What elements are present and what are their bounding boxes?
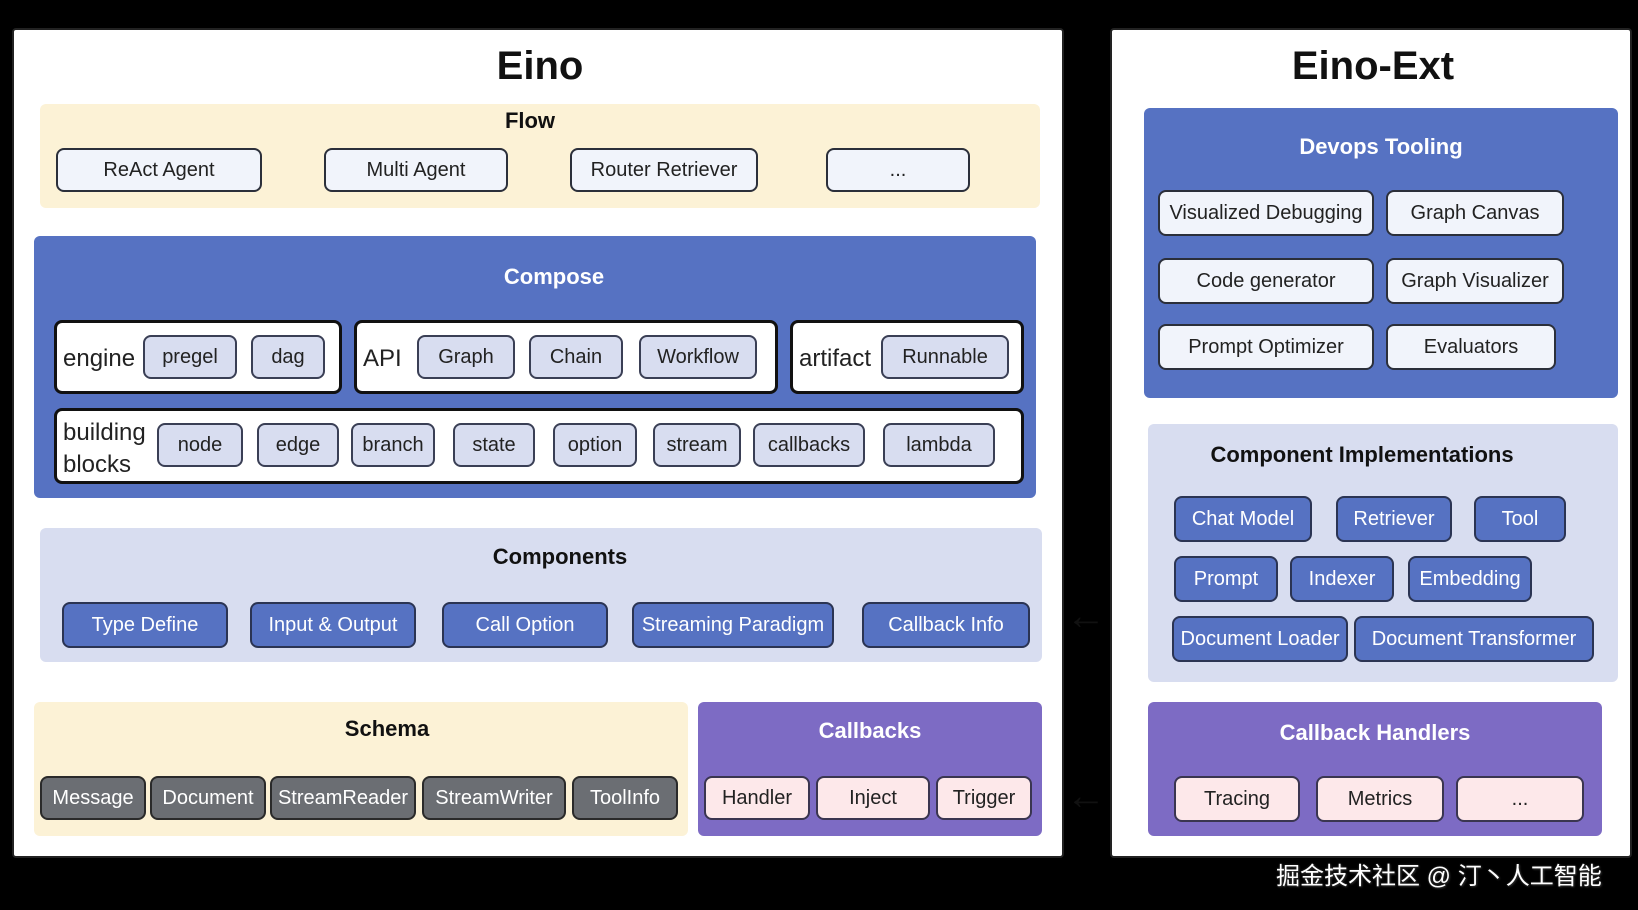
engine-bar: engine pregel dag: [54, 320, 342, 394]
block-edge: edge: [257, 423, 339, 467]
block-branch: branch: [351, 423, 435, 467]
building-blocks-label-1: building: [63, 419, 146, 446]
impl-chat-model: Chat Model: [1174, 496, 1312, 542]
artifact-label: artifact: [799, 345, 872, 372]
components-section: Components Type Define Input & Output Ca…: [40, 528, 1042, 662]
impl-tool: Tool: [1474, 496, 1566, 542]
devops-code-generator: Code generator: [1158, 258, 1374, 304]
devops-evaluators: Evaluators: [1386, 324, 1556, 370]
devops-section: Devops Tooling Visualized Debugging Grap…: [1144, 108, 1618, 398]
schema-stream-reader: StreamReader: [270, 776, 416, 820]
building-blocks-bar: building blocks node edge branch state o…: [54, 408, 1024, 484]
component-streaming-paradigm: Streaming Paradigm: [632, 602, 834, 648]
schema-stream-writer: StreamWriter: [422, 776, 566, 820]
handler-metrics: Metrics: [1316, 776, 1444, 822]
callbacks-section: Callbacks Handler Inject Trigger: [698, 702, 1042, 836]
callback-handlers-title: Callback Handlers: [1279, 720, 1471, 745]
artifact-item-runnable: Runnable: [881, 335, 1009, 379]
component-impl-section: Component Implementations Chat Model Ret…: [1148, 424, 1618, 682]
api-item-workflow: Workflow: [639, 335, 757, 379]
devops-graph-canvas: Graph Canvas: [1386, 190, 1564, 236]
impl-embedding: Embedding: [1408, 556, 1532, 602]
flow-item-more: ...: [826, 148, 970, 192]
devops-title: Devops Tooling: [1299, 134, 1463, 159]
eino-ext-title: Eino-Ext: [1291, 44, 1455, 88]
building-blocks-label-2: blocks: [63, 451, 132, 478]
component-type-define: Type Define: [62, 602, 228, 648]
devops-prompt-optimizer: Prompt Optimizer: [1158, 324, 1374, 370]
flow-section: Flow ReAct Agent Multi Agent Router Retr…: [40, 104, 1040, 208]
engine-item-pregel: pregel: [143, 335, 237, 379]
impl-document-loader: Document Loader: [1172, 616, 1348, 662]
compose-section: Compose engine pregel dag API Graph Chai…: [34, 236, 1036, 498]
callback-handlers-section: Callback Handlers Tracing Metrics ...: [1148, 702, 1602, 836]
devops-visualized-debugging: Visualized Debugging: [1158, 190, 1374, 236]
schema-tool-info: ToolInfo: [572, 776, 678, 820]
components-title: Components: [492, 544, 628, 569]
api-bar: API Graph Chain Workflow: [354, 320, 778, 394]
block-state: state: [453, 423, 535, 467]
watermark: 掘金技术社区 @ 汀丶人工智能: [1276, 863, 1602, 890]
handler-more: ...: [1456, 776, 1584, 822]
schema-document: Document: [150, 776, 266, 820]
engine-label: engine: [63, 345, 136, 372]
schema-message: Message: [40, 776, 146, 820]
devops-graph-visualizer: Graph Visualizer: [1386, 258, 1564, 304]
impl-indexer: Indexer: [1290, 556, 1394, 602]
block-callbacks: callbacks: [753, 423, 865, 467]
component-callback-info: Callback Info: [862, 602, 1030, 648]
flow-item-react-agent: ReAct Agent: [56, 148, 262, 192]
api-label: API: [363, 345, 402, 372]
impl-prompt: Prompt: [1174, 556, 1278, 602]
eino-title: Eino: [496, 44, 584, 88]
arrow-to-components: ←: [1066, 594, 1106, 638]
callbacks-trigger: Trigger: [936, 776, 1032, 820]
api-item-graph: Graph: [417, 335, 515, 379]
eino-ext-panel: Eino-Ext Devops Tooling Visualized Debug…: [1110, 28, 1632, 858]
eino-panel: Eino Flow ReAct Agent Multi Agent Router…: [12, 28, 1064, 858]
callbacks-handler: Handler: [704, 776, 810, 820]
component-input-output: Input & Output: [250, 602, 416, 648]
block-option: option: [553, 423, 637, 467]
api-item-chain: Chain: [529, 335, 623, 379]
engine-item-dag: dag: [251, 335, 325, 379]
callbacks-inject: Inject: [816, 776, 930, 820]
block-node: node: [157, 423, 243, 467]
flow-item-router-retriever: Router Retriever: [570, 148, 758, 192]
arrow-to-callbacks: ←: [1066, 774, 1106, 818]
flow-item-multi-agent: Multi Agent: [324, 148, 508, 192]
impl-document-transformer: Document Transformer: [1354, 616, 1594, 662]
schema-section: Schema Message Document StreamReader Str…: [34, 702, 688, 836]
component-impl-title: Component Implementations: [1210, 442, 1514, 467]
impl-retriever: Retriever: [1336, 496, 1452, 542]
callbacks-title: Callbacks: [818, 718, 922, 743]
block-stream: stream: [653, 423, 741, 467]
schema-title: Schema: [344, 716, 430, 741]
block-lambda: lambda: [883, 423, 995, 467]
flow-title: Flow: [504, 108, 556, 133]
artifact-bar: artifact Runnable: [790, 320, 1024, 394]
compose-title: Compose: [503, 264, 605, 289]
handler-tracing: Tracing: [1174, 776, 1300, 822]
component-call-option: Call Option: [442, 602, 608, 648]
